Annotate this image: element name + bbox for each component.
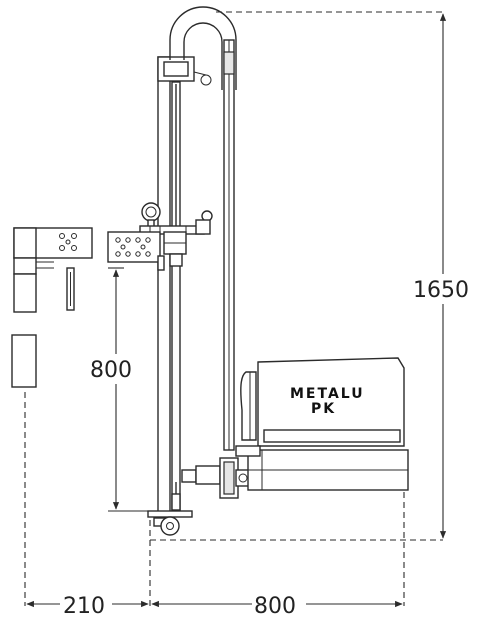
- accessory-plate: [11, 334, 37, 388]
- brand-line-2: PK: [311, 401, 336, 417]
- accessory-pin: [66, 267, 75, 311]
- lower-joint: [171, 457, 251, 512]
- dimension-total-height: 1650: [413, 278, 469, 303]
- lifting-head: [107, 202, 213, 271]
- machine-body: [235, 357, 409, 491]
- dimension-extension-lines: [24, 11, 443, 606]
- dimension-offset: 210: [63, 594, 105, 619]
- base-castor: [147, 510, 193, 536]
- accessory-bracket: [13, 227, 93, 313]
- mast-column: [157, 39, 235, 518]
- dimension-base-width: 800: [254, 594, 296, 619]
- dimension-arm-height: 800: [90, 358, 132, 383]
- brand-line-1: METALU: [290, 386, 365, 402]
- hose-arc: [169, 6, 237, 90]
